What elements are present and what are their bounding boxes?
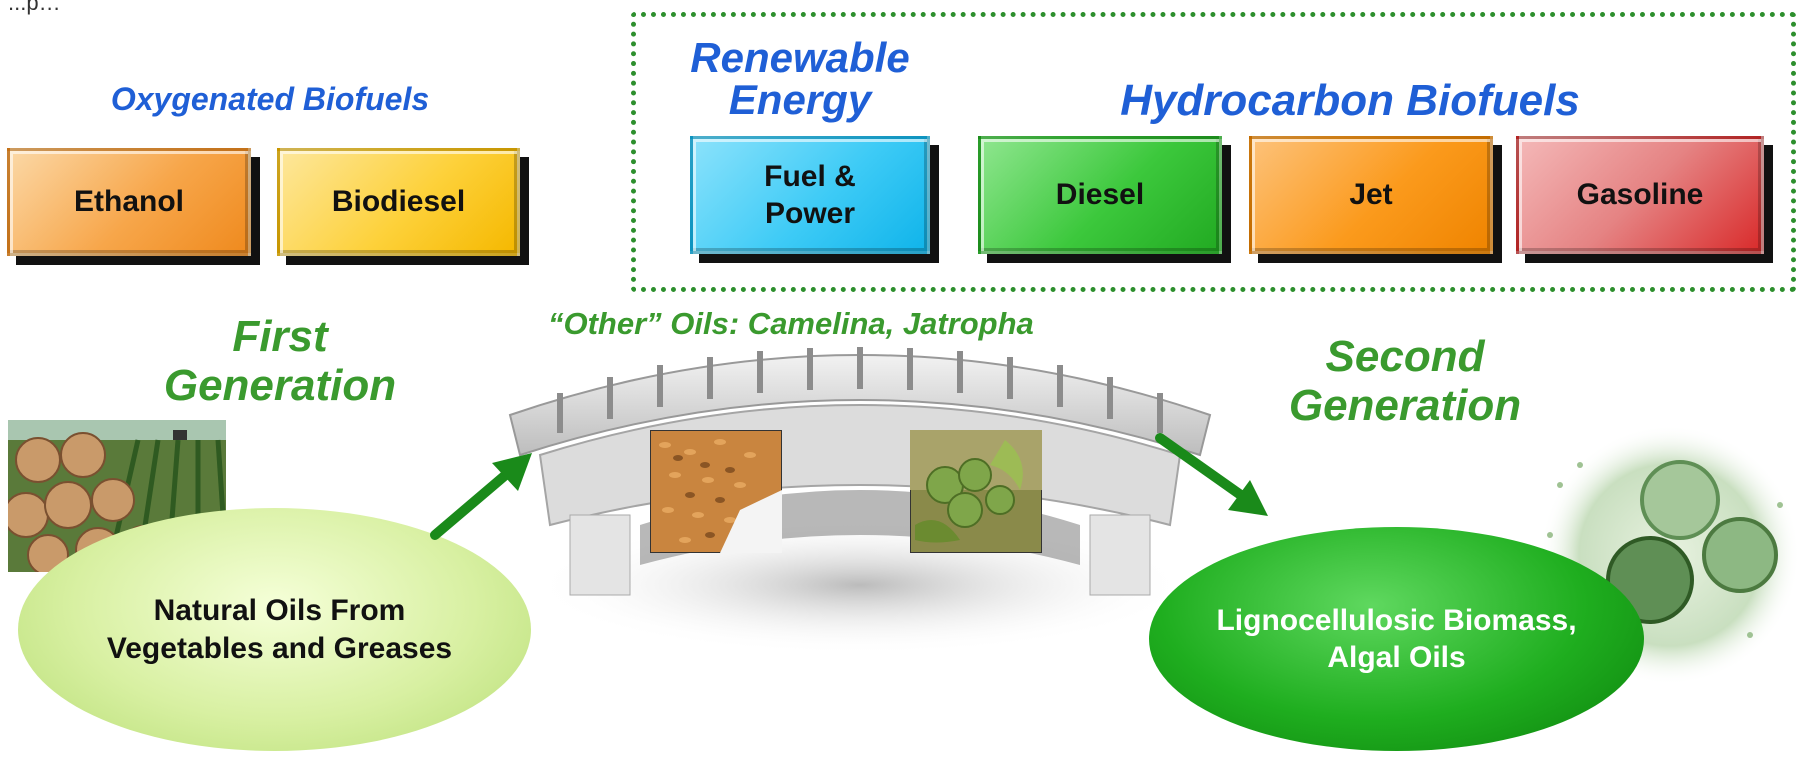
fuel-power-label-line2: Power (764, 197, 856, 230)
first-generation-line2: Generation (163, 361, 397, 411)
fuel-power-box: Fuel & Power (690, 136, 930, 254)
renewable-energy-title: Renewable Energy (670, 37, 930, 121)
bridge-image (508, 347, 1212, 655)
second-generation-line2: Generation (1288, 381, 1522, 431)
renewable-energy-label: Renewable Energy (690, 34, 910, 123)
diesel-box: Diesel (978, 136, 1222, 254)
second-generation-line1: Second (1325, 332, 1485, 381)
camelina-seeds-image (650, 430, 782, 553)
first-generation-line1: First (232, 312, 328, 361)
oxygenated-biofuels-title: Oxygenated Biofuels (110, 81, 430, 117)
arrow-bridge-to-second (1155, 433, 1268, 516)
fuel-power-label-line1: Fuel & (764, 159, 856, 193)
natural-oils-label-line2: Vegetables and Greases (106, 631, 453, 665)
biodiesel-box: Biodiesel (277, 148, 520, 256)
natural-oils-label-line1: Natural Oils From (153, 594, 406, 627)
lignocellulosic-label-line2: Algal Oils (1327, 641, 1466, 674)
renewable-hydrocarbon-group-frame (631, 12, 1796, 292)
biodiesel-label: Biodiesel (331, 185, 466, 219)
other-oils-caption: “Other” Oils: Camelina, Jatropha (548, 306, 1034, 341)
first-generation-title: First Generation (130, 312, 430, 411)
top-left-caption: ...p… (8, 0, 61, 15)
jet-label: Jet (1349, 178, 1393, 212)
lignocellulosic-label-line1: Lignocellulosic Biomass, (1216, 603, 1577, 637)
second-generation-title: Second Generation (1245, 332, 1565, 431)
hydrocarbon-biofuels-title: Hydrocarbon Biofuels (1120, 76, 1580, 125)
lignocellulosic-ellipse: Lignocellulosic Biomass, Algal Oils (1149, 527, 1644, 751)
gasoline-box: Gasoline (1516, 136, 1764, 254)
gasoline-label: Gasoline (1576, 178, 1704, 212)
jet-box: Jet (1249, 136, 1493, 254)
arrow-first-to-bridge (430, 453, 532, 540)
natural-oils-ellipse: Natural Oils From Vegetables and Greases (18, 508, 531, 751)
ethanol-label: Ethanol (74, 185, 184, 219)
jatropha-fruit-image (910, 430, 1042, 553)
ethanol-box: Ethanol (7, 148, 251, 256)
diesel-label: Diesel (1055, 178, 1145, 212)
